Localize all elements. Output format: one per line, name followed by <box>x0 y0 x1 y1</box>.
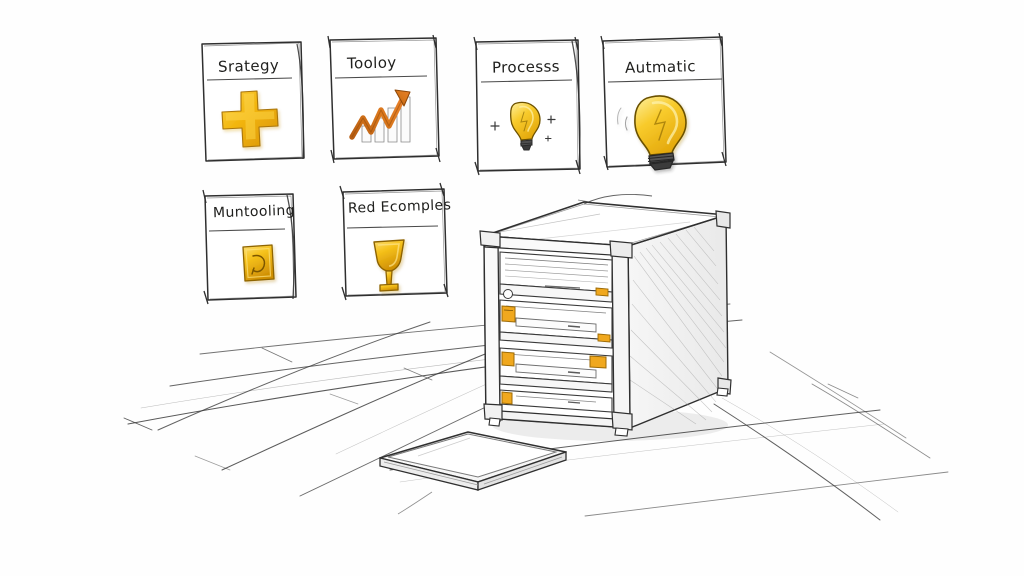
rack-shelf-4-marker <box>501 391 513 405</box>
card-automatic[interactable] <box>600 32 727 171</box>
rack-corner-bottom-left <box>483 403 503 421</box>
card-process-label: Processs <box>491 57 561 77</box>
rack-foot-right <box>614 427 629 437</box>
rack-shelf-1-marker <box>595 287 609 297</box>
card-automatic-label: Autmatic <box>624 57 697 77</box>
card-toolbox-divider <box>334 75 428 79</box>
rack-side-panel <box>627 214 729 429</box>
rack-shelf-3-marker-left <box>501 351 515 367</box>
card-real-examples-label: Red Ecomples <box>347 197 452 217</box>
card-monitoring[interactable] <box>202 189 297 305</box>
rack-shelf-2[interactable] <box>499 299 613 349</box>
rack-corner-bottom-right <box>611 411 633 431</box>
badge-square-icon <box>242 244 275 282</box>
plus-cross-icon <box>221 90 279 148</box>
rack-corner-top-right <box>609 240 633 259</box>
card-strategy-label: Srategy <box>217 56 280 76</box>
floor-panel-inner <box>387 433 558 478</box>
card-process-divider <box>480 79 573 83</box>
server-rack-container[interactable] <box>479 194 732 441</box>
card-monitoring-label: Muntooling <box>212 202 296 222</box>
card-strategy[interactable] <box>201 41 305 162</box>
card-real-examples-divider <box>346 225 439 229</box>
growth-chart-arrow-icon <box>349 89 411 143</box>
lightbulb-large-icon <box>617 95 687 171</box>
rack-foot-left <box>488 417 501 427</box>
rack-shelf-2-marker-left <box>501 305 516 323</box>
floor-panel-tray[interactable] <box>379 431 567 515</box>
rack-shelf-3-marker-right <box>589 355 607 369</box>
card-strategy-divider <box>206 77 293 81</box>
floor-panel-leader-line <box>397 491 433 515</box>
card-monitoring-divider <box>208 228 286 232</box>
card-real-examples[interactable] <box>339 182 449 301</box>
card-toolbox[interactable] <box>327 34 441 164</box>
rack-shelf-4[interactable] <box>499 389 613 413</box>
trophy-cup-icon <box>373 239 405 292</box>
rack-corner-top-left <box>479 230 501 248</box>
card-toolbox-label: Tooloy <box>346 53 397 73</box>
rack-side-hatching <box>629 226 727 425</box>
rack-right-post <box>611 244 631 429</box>
rack-corner-back-top <box>715 210 731 229</box>
rack-shelf-2-marker-right <box>597 333 611 343</box>
rack-shelf-1-indicator <box>503 289 513 299</box>
rack-left-post <box>483 235 501 422</box>
rack-shelf-1[interactable] <box>499 251 613 303</box>
card-process[interactable] <box>473 36 581 176</box>
card-automatic-divider <box>607 78 723 83</box>
rack-shelf-3[interactable] <box>499 347 613 393</box>
lightbulb-small-icon <box>490 101 556 151</box>
rack-foot-back <box>716 387 729 397</box>
